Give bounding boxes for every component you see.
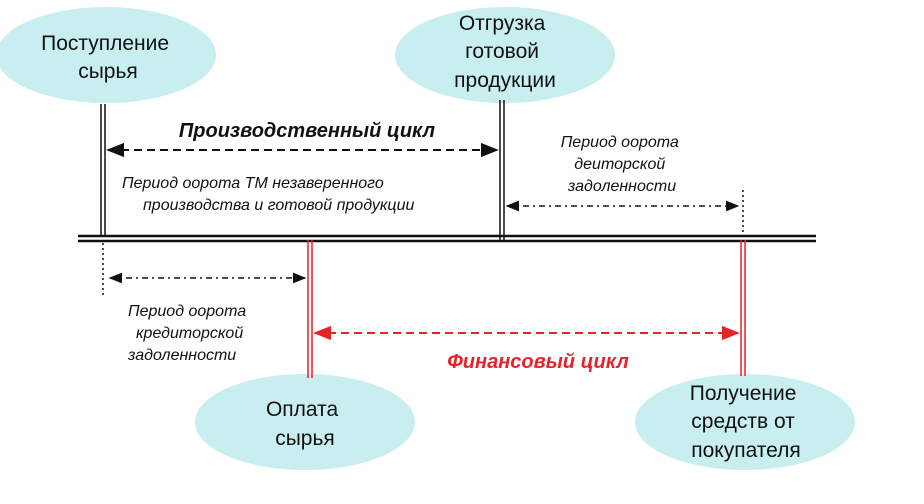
shipment-ellipse [395, 7, 615, 103]
receivables-turnover-line-2: деиторской [574, 156, 665, 173]
shipment-label: Отгрузка готовой продукции [454, 12, 556, 92]
inventory-turnover-line-2: производства и готовой продукции [143, 197, 414, 214]
payables-turnover-line-2: кредиторской [136, 325, 243, 342]
raw-intake-line-1: Поступление [41, 32, 169, 55]
shipment-line-1: Отгрузка [459, 12, 546, 35]
customer-receipt-label: Получение средств от покупателя [690, 382, 803, 462]
payables-turnover-line-3: задоленности [127, 347, 236, 364]
shipment-line-3: продукции [454, 69, 556, 92]
inventory-turnover-label: Период оорота ТМ незаверенного производс… [122, 175, 414, 214]
raw-payment-ellipse [195, 374, 415, 470]
payables-turnover-label: Период оорота кредиторской задоленности [127, 303, 251, 364]
raw-payment-line-2: сырья [275, 427, 335, 450]
customer-receipt-line-3: покупателя [691, 439, 801, 462]
receivables-turnover-line-1: Период оорота [561, 134, 679, 151]
raw-payment-label: Оплата сырья [266, 398, 344, 450]
raw-intake-line-2: сырья [78, 60, 138, 83]
receivables-turnover-label: Период оорота деиторской задоленности [561, 134, 684, 195]
customer-receipt-ellipse [635, 374, 855, 470]
customer-receipt-line-1: Получение [690, 382, 797, 405]
raw-payment-line-1: Оплата [266, 398, 339, 421]
receivables-turnover-line-3: задоленности [567, 178, 676, 195]
production-cycle-title: Производственный цикл [179, 120, 436, 142]
customer-receipt-line-2: средств от [691, 410, 795, 433]
payables-turnover-line-1: Период оорота [128, 303, 246, 320]
raw-intake-ellipse [0, 7, 216, 103]
raw-intake-label: Поступление сырья [41, 32, 175, 83]
financial-cycle-title: Финансовый цикл [447, 351, 629, 373]
shipment-line-2: готовой [465, 40, 539, 63]
inventory-turnover-line-1: Период оорота ТМ незаверенного [122, 175, 384, 192]
